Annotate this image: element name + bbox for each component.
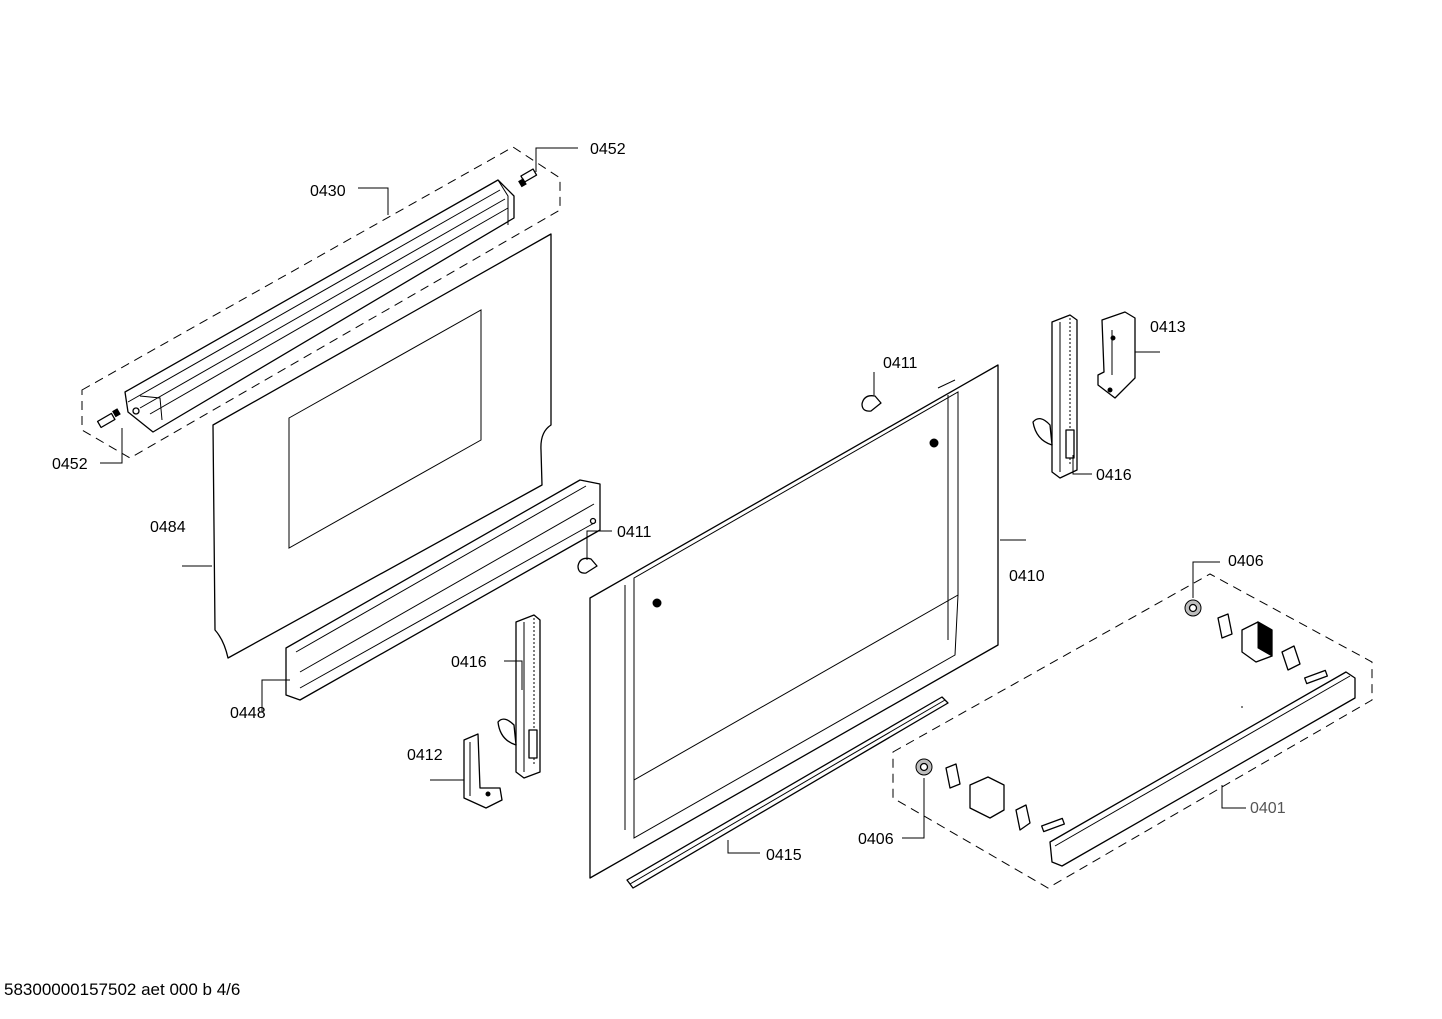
label-0411-left: 0411	[617, 524, 652, 541]
handle-bar-0401	[1049, 671, 1356, 867]
label-0401: 0401	[1250, 800, 1286, 817]
label-0412: 0412	[407, 747, 443, 764]
seal-strip-0415	[626, 696, 949, 889]
label-0448: 0448	[230, 705, 266, 722]
lower-channel-0448	[285, 479, 601, 701]
pin-0452-lower	[96, 408, 121, 429]
label-0406-upper: 0406	[1228, 553, 1264, 570]
outer-door-frame-0410	[589, 364, 999, 879]
bumper-0411-right	[861, 395, 882, 412]
label-0406-lower: 0406	[858, 831, 894, 848]
label-0415: 0415	[766, 847, 802, 864]
bumper-0411-left	[577, 557, 598, 574]
label-0410: 0410	[1009, 568, 1045, 585]
label-0430: 0430	[310, 183, 346, 200]
label-0452-upper: 0452	[590, 141, 626, 158]
leader-lines	[100, 147, 1246, 854]
label-0452-lower: 0452	[52, 456, 88, 473]
label-0416-right: 0416	[1096, 467, 1132, 484]
pin-0452-upper	[518, 168, 538, 188]
top-rail-group	[81, 146, 561, 459]
inner-glass-panel-0484	[212, 233, 552, 659]
drawing-number-footer: 58300000157502 aet 000 b 4/6	[4, 980, 241, 999]
handle-group	[892, 573, 1373, 889]
label-0411-right: 0411	[883, 355, 918, 372]
bracket-0412	[463, 733, 503, 809]
hinge-0416-left	[497, 614, 541, 779]
hinge-0416-right	[1032, 314, 1078, 479]
handle-group-outline	[892, 573, 1373, 889]
label-0484: 0484	[150, 519, 186, 536]
label-0413: 0413	[1150, 319, 1186, 336]
bracket-0413	[1097, 311, 1136, 399]
label-0416-left: 0416	[451, 654, 487, 671]
part-labels: 0430 0452 0452 0484 0448 0411 0411 0410 …	[52, 141, 1286, 864]
